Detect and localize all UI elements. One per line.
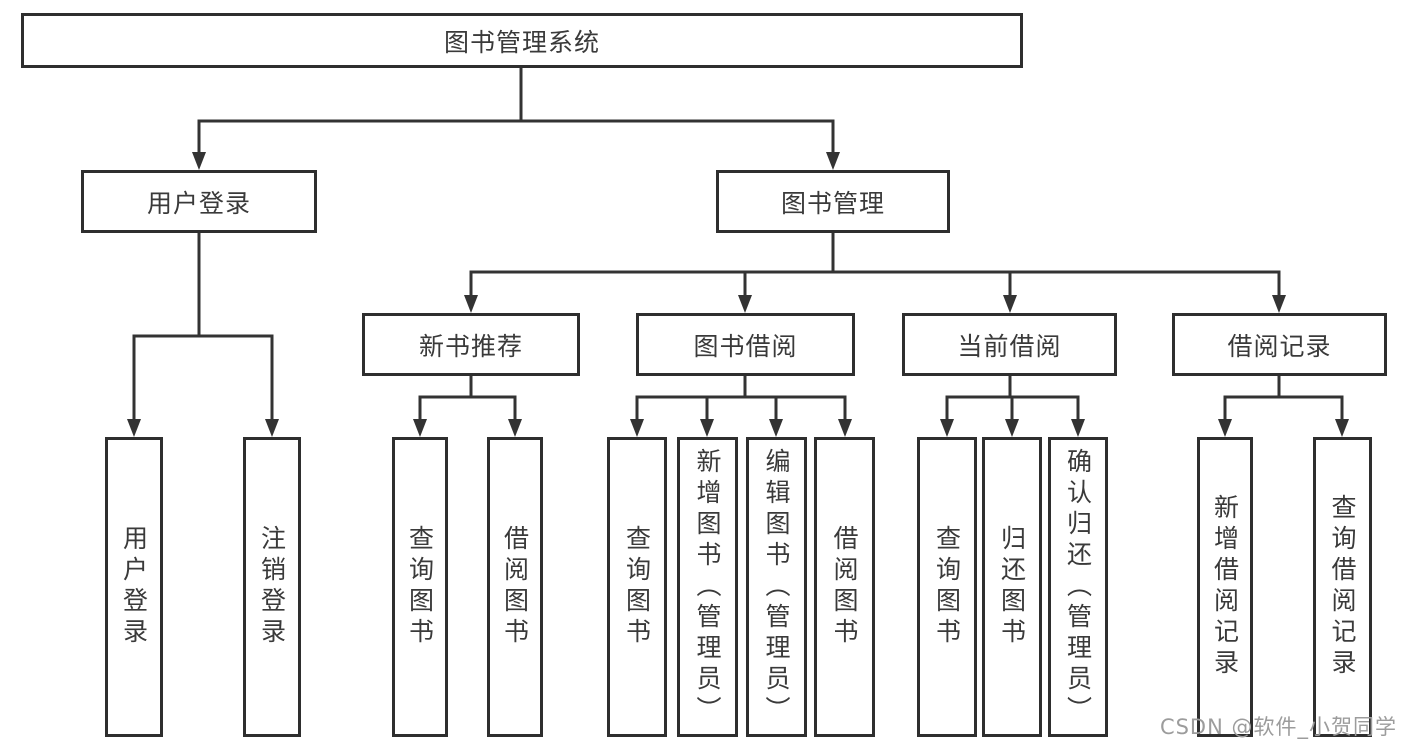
arrow-down-icon [769,419,783,437]
leaf-confirm-return-admin: 确认归还（管理员） [1048,437,1108,737]
connector-borrowrecords-to-leaves [1223,376,1344,421]
arrow-down-icon [265,419,279,437]
arrowheads [127,152,1349,437]
arrow-down-icon [127,419,141,437]
node-current-borrow: 当前借阅 [902,313,1117,376]
arrow-down-icon [1218,419,1232,437]
arrow-down-icon [1071,419,1085,437]
node-book-management-module: 图书管理 [716,170,950,233]
arrow-down-icon [738,295,752,313]
node-borrow-records: 借阅记录 [1172,313,1387,376]
connector-segments [132,68,1344,421]
leaf-label: 查询图书 [932,525,962,649]
arrow-down-icon [1335,419,1349,437]
node-label: 新书推荐 [418,331,523,361]
connector-newbookrec-to-leaves [418,376,517,421]
leaf-user-login: 用户登录 [105,437,163,737]
leaf-logout: 注销登录 [243,437,301,737]
arrow-down-icon [192,152,206,170]
node-label: 借阅记录 [1227,331,1332,361]
leaf-borrow-books-recommend: 借阅图书 [487,437,543,737]
leaf-label: 编辑图书（管理员） [762,447,791,727]
node-book-borrow: 图书借阅 [636,313,855,376]
arrow-down-icon [700,419,714,437]
leaf-label: 确认归还（管理员） [1063,447,1093,727]
node-label: 图书管理 [780,188,885,218]
connector-userlogin-to-leaves [132,233,274,421]
leaf-label: 新增借阅记录 [1210,494,1240,680]
arrow-down-icon [508,419,522,437]
arrow-down-icon [630,419,644,437]
connector-currentborrow-to-leaves [945,376,1080,421]
leaf-query-borrow-record: 查询借阅记录 [1313,437,1372,737]
node-user-login-module: 用户登录 [81,170,317,233]
arrow-down-icon [1005,419,1019,437]
leaf-query-books-borrow: 查询图书 [607,437,667,737]
leaf-label: 借阅图书 [830,525,859,649]
leaf-label: 注销登录 [257,525,287,649]
leaf-label: 新增图书（管理员） [693,447,722,727]
leaf-borrow-books: 借阅图书 [814,437,875,737]
arrow-down-icon [1003,295,1017,313]
leaf-query-books-current: 查询图书 [917,437,977,737]
arrow-down-icon [1272,295,1286,313]
node-label: 图书借阅 [693,331,798,361]
leaf-label: 归还图书 [997,525,1027,649]
arrow-down-icon [838,419,852,437]
connector-root-to-level2 [197,68,835,154]
arrow-down-icon [413,419,427,437]
leaf-label: 查询图书 [622,525,652,649]
leaf-label: 查询图书 [405,525,435,649]
node-system-root: 图书管理系统 [21,13,1023,68]
arrow-down-icon [940,419,954,437]
node-label: 用户登录 [146,188,251,218]
node-label: 图书管理系统 [443,27,600,57]
leaf-label: 用户登录 [119,525,149,649]
leaf-return-books: 归还图书 [982,437,1042,737]
csdn-watermark: CSDN @软件_小贺同学 [1159,715,1397,739]
leaf-label: 查询借阅记录 [1328,494,1357,680]
node-label: 当前借阅 [957,331,1062,361]
connector-bookmgmt-to-level3 [469,233,1281,297]
leaf-edit-books-admin: 编辑图书（管理员） [746,437,807,737]
leaf-add-books-admin: 新增图书（管理员） [677,437,738,737]
leaf-query-books-recommend: 查询图书 [392,437,448,737]
arrow-down-icon [826,152,840,170]
node-new-book-recommend: 新书推荐 [362,313,580,376]
leaf-label: 借阅图书 [500,525,530,649]
arrow-down-icon [464,295,478,313]
connector-bookborrow-to-leaves [635,376,847,421]
leaf-add-borrow-record: 新增借阅记录 [1197,437,1253,737]
